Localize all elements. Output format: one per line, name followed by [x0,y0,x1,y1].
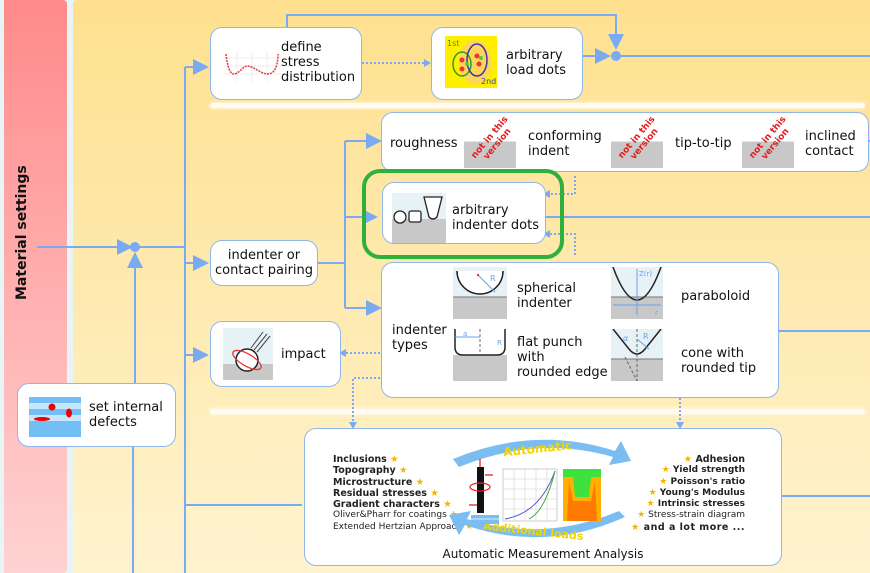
analysis-outputs-list: ★ Adhesion ★ Yield strength ★ Poisson's … [631,454,745,533]
tag-1st: 1st [447,39,459,48]
wire-types-to-analysis [352,377,380,422]
tag-2nd: 2nd [481,77,496,86]
indenter-types-title: indenter types [392,323,447,353]
node-impact[interactable]: impact [210,321,341,387]
node-arbitrary-load-dots[interactable]: 1st 2nd arbitrary load dots [431,27,583,100]
node-label: define stress distribution [281,40,356,85]
symbol-z: Z(r) [639,270,652,278]
input-item: Microstructure ★ [333,476,425,488]
cone-rounded-tip-icon[interactable]: α R [611,329,663,381]
type-cone-rounded-tip[interactable]: cone with rounded tip [681,346,757,376]
node-arbitrary-indenter-dots[interactable]: arbitrary indenter dots [382,182,546,244]
node-automatic-measurement-analysis[interactable]: Inclusions ★ Topography ★ Microstructure… [304,428,782,566]
arrowhead-analysis-1 [349,422,357,429]
arrowhead-indenterdots-2 [543,230,550,238]
arc-automatic-label: Automatic [502,438,572,459]
tip-to-tip-icon [611,120,663,168]
separator-bottom [210,409,865,414]
wire-types-to-indenterdots-1 [550,176,576,195]
output-item: ★ Intrinsic stresses [646,499,746,510]
symbol-r: r [655,309,658,317]
symbol-a: a [463,330,467,338]
wire-types-to-indenterdots-2 [550,233,576,255]
node-label: indenter or contact pairing [214,248,314,278]
stress-curve-icon [223,52,281,82]
arrowhead-loaddots [424,59,431,67]
conforming-indent-icon [464,120,516,168]
arrowhead-analysis-2 [676,422,684,429]
input-item: Inclusions ★ [333,454,399,465]
output-item: ★ and a lot more ... [630,521,745,533]
output-item: ★ Poisson's ratio [659,476,745,487]
inclined-contact-icon [742,120,794,168]
type-flat-punch[interactable]: flat punch with rounded edge [517,335,608,380]
indenter-shapes-icon [392,193,446,243]
input-item: Residual stresses ★ [333,487,439,499]
type-spherical-indenter[interactable]: spherical indenter [517,281,576,311]
node-define-stress-distribution[interactable]: define stress distribution [210,27,362,100]
option-roughness[interactable]: roughness [390,136,458,151]
defects-icon [29,397,81,437]
option-tip-to-tip[interactable]: tip-to-tip [675,136,732,151]
flat-punch-icon[interactable]: a R [453,329,507,381]
node-label: set internal defects [89,400,163,430]
input-item: Topography ★ [333,465,408,477]
sidebar-material-settings[interactable]: Material settings [4,0,67,573]
node-indenter-types: indenter types R spherical indenter Z(r)… [381,262,779,398]
output-item: ★ Young's Modulus [648,487,745,498]
spherical-indenter-icon[interactable]: R [453,267,507,319]
output-item: ★ Yield strength [661,465,745,476]
junction-dot-top [611,51,621,61]
arrowhead-indenterdots-1 [543,190,550,198]
arrowhead-impact [339,349,346,357]
impact-sphere-icon [223,328,273,380]
output-item: ★ Stress-strain diagram [637,510,745,521]
type-paraboloid[interactable]: paraboloid [681,289,751,304]
arc-automatic [453,439,631,467]
input-item: Extended Hertzian Approach ★ [333,521,474,532]
node-label: arbitrary indenter dots [452,203,539,233]
input-item: Gradient characters ★ [333,499,452,511]
node-set-internal-defects[interactable]: set internal defects [17,383,176,447]
option-inclined-contact[interactable]: inclined contact [805,129,856,159]
load-dots-icon: 1st 2nd [445,36,497,88]
arc-additional-loads [449,511,625,538]
symbol-r: R [497,339,502,347]
analysis-cycle-graphic: Automatic Additional loads [449,438,631,543]
symbol-alpha: α [623,334,628,343]
symbol-r: R [490,274,496,283]
node-contact-options: roughness not in this version conforming… [381,112,869,172]
node-label: arbitrary load dots [506,48,566,78]
output-item: ★ Adhesion [683,454,745,465]
highlight-frame [362,169,564,259]
separator-top [210,103,865,108]
junction-dot-left [130,242,140,252]
node-label: impact [281,347,326,362]
symbol-r: R [643,332,649,341]
wire-stress-top [286,14,624,50]
paraboloid-icon[interactable]: Z(r) r [611,267,663,319]
option-conforming-indent[interactable]: conforming indent [528,129,602,159]
analysis-caption: Automatic Measurement Analysis [442,547,644,561]
node-indenter-contact-pairing[interactable]: indenter or contact pairing [210,240,318,286]
